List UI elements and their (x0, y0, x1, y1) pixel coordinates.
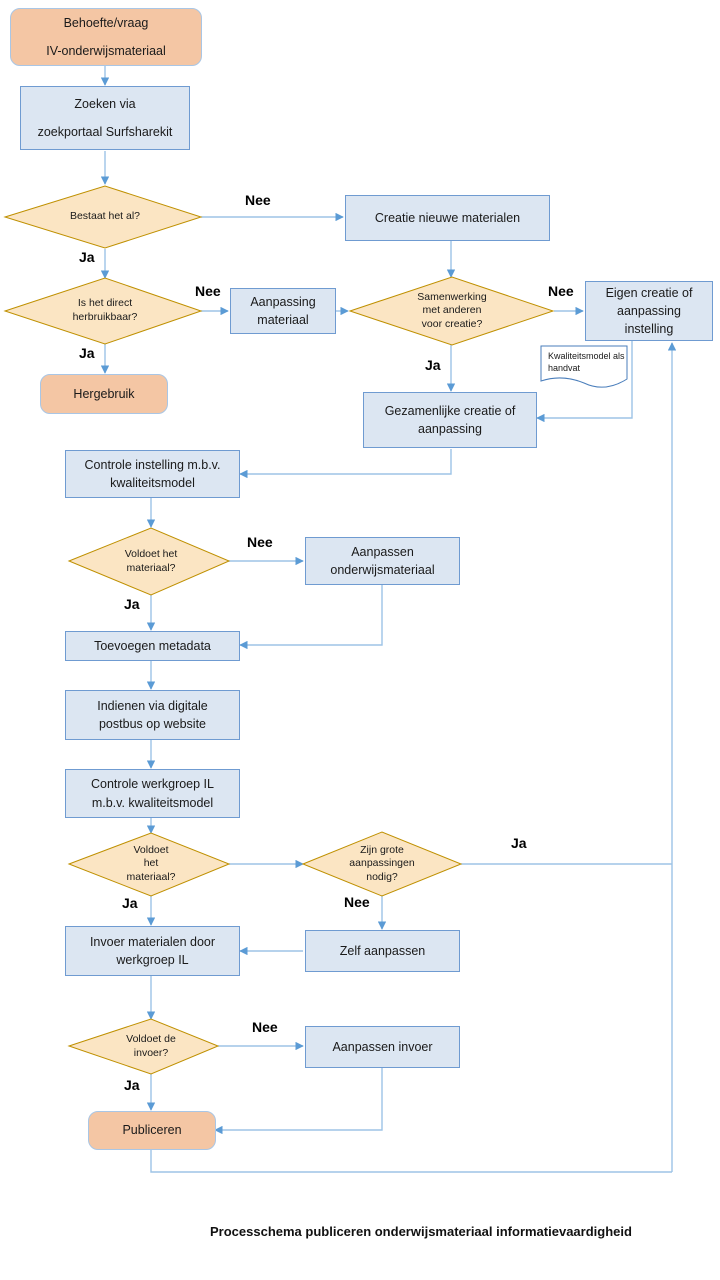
decision-shape-voldoet2 (67, 832, 231, 897)
node-zoeken-line2: zoekportaal Surfsharekit (37, 125, 173, 139)
node-voldoet2-line2: het (143, 857, 159, 870)
node-voldoetinvoer-line2: invoer? (133, 1047, 169, 1059)
node-aanpassing-materiaal[interactable]: Aanpassing materiaal (230, 288, 336, 334)
node-controle-werkgroep-il[interactable]: Controle werkgroep IL m.b.v. kwaliteitsm… (65, 769, 240, 818)
node-eigen-line3: instelling (624, 322, 674, 337)
edge-label-voldoet2-ja: Ja (122, 895, 138, 911)
node-decision-voldoet-invoer[interactable]: Voldoet de invoer? (91, 1030, 211, 1064)
edge-label-herbruikbaar-nee: Nee (195, 283, 221, 299)
node-invoer-line1: Invoer materialen door (89, 934, 216, 949)
edge-aanpassen-to-metadata (239, 585, 383, 650)
edge-aanpasseninvoer-to-publiceren (214, 1068, 383, 1135)
edge-label-voldoetinvoer-nee: Nee (252, 1019, 278, 1035)
node-grote-line1: Zijn grote (360, 843, 404, 856)
edge-label-bestaat-nee: Nee (245, 192, 271, 208)
node-voldoet1-line1: Voldoet het (124, 548, 178, 561)
node-controleinst-line1: Controle instelling m.b.v. (84, 457, 221, 472)
node-start-line2: IV-onderwijsmateriaal (46, 43, 166, 58)
node-toevoegen-metadata[interactable]: Toevoegen metadata (65, 631, 240, 661)
node-aanpassen-onderwijsmateriaal[interactable]: Aanpassen onderwijsmateriaal (305, 537, 460, 585)
node-decision-voldoet-materiaal-2[interactable]: Voldoet het materiaal? (101, 841, 201, 887)
node-aanpassingmat-line1: Aanpassing (250, 294, 316, 309)
node-grote-line2: aanpassingen (349, 857, 415, 870)
node-start-line1: Behoefte/vraag (63, 16, 149, 31)
node-gezamenlijke-line2: aanpassing (418, 422, 482, 436)
node-zoeken-line1: Zoeken via (74, 96, 136, 111)
node-herbruikbaar-line2: herbruikbaar? (72, 311, 138, 323)
decision-shape-samenwerking (348, 276, 555, 346)
edge-publiceren-loop (150, 1150, 672, 1173)
note-line1: Kwaliteitsmodel (548, 351, 611, 361)
decision-shape-herbruikbaar (3, 277, 203, 345)
node-samenwerking-line3: voor creatie? (421, 317, 483, 330)
node-controlewg-line2: m.b.v. kwaliteitsmodel (91, 795, 214, 810)
node-voldoet2-line1: Voldoet (133, 843, 169, 856)
node-publiceren-line1: Publiceren (122, 1123, 182, 1138)
decision-shape-grote-aanpassingen (301, 831, 463, 897)
node-samenwerking-line2: met anderen (422, 304, 482, 317)
node-invoer-materialen[interactable]: Invoer materialen door werkgroep IL (65, 926, 240, 976)
edge-label-grote-nee: Nee (344, 894, 370, 910)
node-voldoetinvoer-line1: Voldoet de (126, 1033, 176, 1046)
decision-shape-voldoet-invoer (67, 1018, 220, 1075)
note-line2: als handvat (548, 351, 625, 374)
node-controleinst-line2: kwaliteitsmodel (110, 476, 195, 490)
decision-shape-voldoet1 (67, 527, 231, 596)
decision-shape-bestaat (3, 185, 203, 249)
node-metadata-line1: Toevoegen metadata (94, 638, 211, 653)
diagram-caption: Processchema publiceren onderwijsmateria… (210, 1224, 632, 1239)
node-samenwerking-line1: Samenwerking (417, 290, 487, 303)
node-publiceren[interactable]: Publiceren (88, 1111, 216, 1150)
node-indienen-postbus[interactable]: Indienen via digitale postbus op website (65, 690, 240, 740)
edge-label-samenwerking-ja: Ja (425, 357, 441, 373)
node-controlewg-line1: Controle werkgroep IL (91, 777, 214, 792)
node-creatie-nieuwe-materialen[interactable]: Creatie nieuwe materialen (345, 195, 550, 241)
node-eigen-line1: Eigen creatie of (605, 285, 693, 300)
node-eigen-creatie-instelling[interactable]: Eigen creatie of aanpassing instelling (585, 281, 713, 341)
note-kwaliteitsmodel-handvat: Kwaliteitsmodel als handvat (548, 350, 628, 374)
node-decision-herbruikbaar[interactable]: Is het direct herbruikbaar? (25, 293, 185, 329)
node-creatie-line1: Creatie nieuwe materialen (374, 210, 521, 225)
node-gezamenlijke-creatie[interactable]: Gezamenlijke creatie of aanpassing (363, 392, 537, 448)
node-start-behoefte[interactable]: Behoefte/vraag IV-onderwijsmateriaal (10, 8, 202, 66)
node-aanpassen-invoer[interactable]: Aanpassen invoer (305, 1026, 460, 1068)
node-decision-bestaat[interactable]: Bestaat het al? (25, 203, 185, 231)
node-aanpassingmat-line2: materiaal (257, 313, 309, 327)
node-zoeken-surfsharekit[interactable]: Zoeken via zoekportaal Surfsharekit (20, 86, 190, 150)
edge-gezamenlijke-to-controle (239, 449, 452, 479)
edge-label-bestaat-ja: Ja (79, 249, 95, 265)
node-aanpassenonderwijs-line1: Aanpassen (351, 544, 414, 559)
node-indienen-line2: postbus op website (98, 717, 206, 731)
edge-label-voldoet1-ja: Ja (124, 596, 140, 612)
node-aanpassenonderwijs-line2: onderwijsmateriaal (330, 563, 435, 577)
node-decision-grote-aanpassingen[interactable]: Zijn grote aanpassingen nodig? (327, 841, 437, 887)
edge-label-voldoetinvoer-ja: Ja (124, 1077, 140, 1093)
edge-label-herbruikbaar-ja: Ja (79, 345, 95, 361)
edge-label-voldoet1-nee: Nee (247, 534, 273, 550)
node-hergebruik-line1: Hergebruik (73, 386, 135, 401)
node-voldoet2-line3: materiaal? (126, 870, 176, 883)
node-aanpasseninvoer-line1: Aanpassen invoer (332, 1039, 433, 1054)
node-decision-voldoet-materiaal-1[interactable]: Voldoet het materiaal? (81, 544, 221, 580)
node-eigen-line2: aanpassing (617, 303, 681, 318)
node-bestaat-line1: Bestaat het al? (69, 210, 141, 223)
node-indienen-line1: Indienen via digitale (97, 698, 208, 713)
node-grote-line3: nodig? (366, 870, 398, 883)
node-gezamenlijke-line1: Gezamenlijke creatie of (384, 403, 516, 418)
node-decision-samenwerking[interactable]: Samenwerking met anderen voor creatie? (382, 287, 522, 335)
edge-label-samenwerking-nee: Nee (548, 283, 574, 299)
node-hergebruik[interactable]: Hergebruik (40, 374, 168, 414)
node-voldoet1-line2: materiaal? (126, 562, 176, 574)
node-controle-instelling[interactable]: Controle instelling m.b.v. kwaliteitsmod… (65, 450, 240, 498)
node-zelfaanpassen-line1: Zelf aanpassen (339, 943, 426, 958)
node-herbruikbaar-line1: Is het direct (77, 297, 133, 310)
node-zelf-aanpassen[interactable]: Zelf aanpassen (305, 930, 460, 972)
edge-label-grote-ja: Ja (511, 835, 527, 851)
node-invoer-line2: werkgroep IL (116, 953, 189, 967)
